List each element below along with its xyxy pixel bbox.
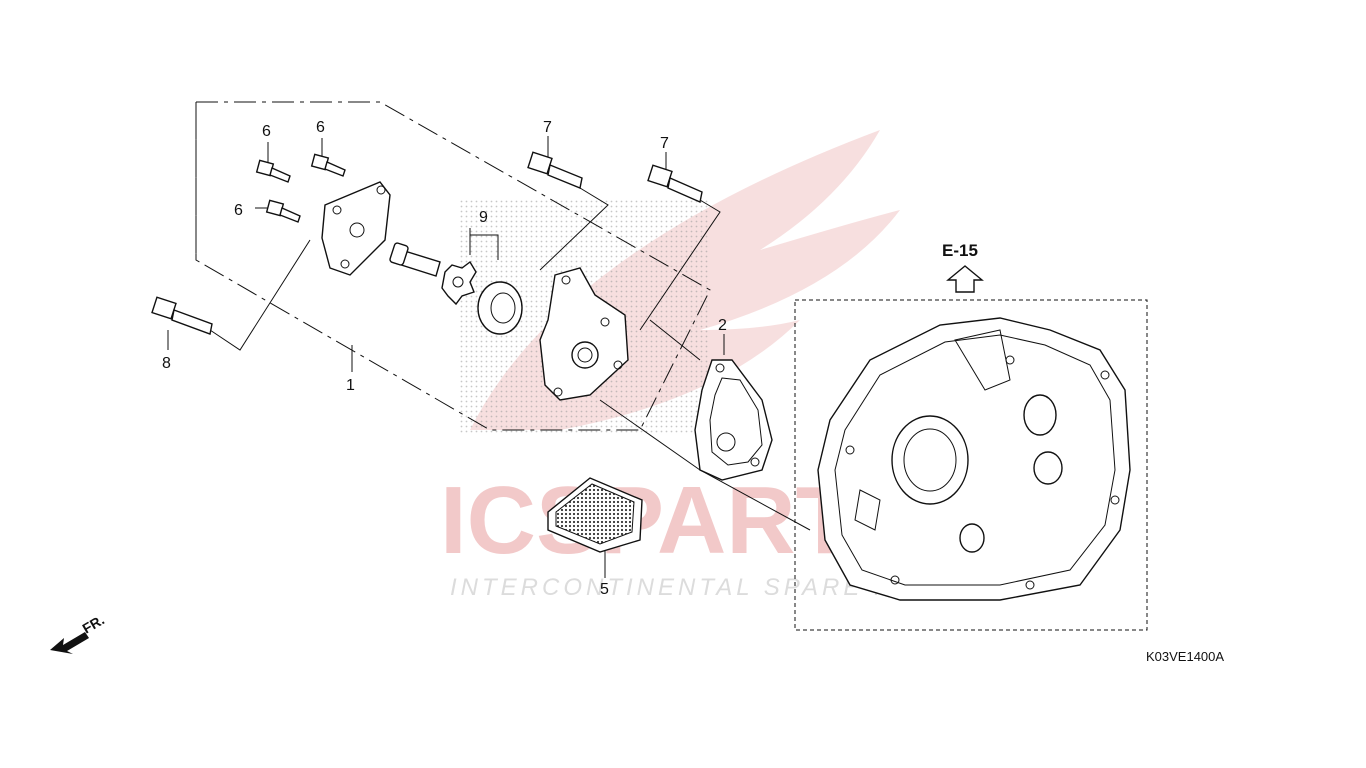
pump-rotor-set bbox=[441, 260, 523, 335]
callout-7-a: 7 bbox=[543, 119, 552, 136]
oil-pump-cover bbox=[321, 181, 391, 276]
front-direction-arrow bbox=[50, 632, 89, 654]
reference-arrow bbox=[946, 265, 984, 293]
callout-7-b: 7 bbox=[660, 135, 669, 152]
callout-2: 2 bbox=[718, 317, 727, 334]
bolt-6-left bbox=[265, 199, 301, 223]
bolt-6-top-right bbox=[310, 153, 346, 177]
reference-label: E-15 bbox=[942, 241, 978, 260]
diagram-part-code: K03VE1400A bbox=[1146, 649, 1224, 664]
bolt-7-left bbox=[527, 151, 583, 189]
callout-9: 9 bbox=[479, 209, 488, 226]
oil-pump-body bbox=[539, 267, 629, 401]
callout-6-c: 6 bbox=[234, 202, 243, 219]
callout-8: 8 bbox=[162, 355, 171, 372]
crankcase-reference-box bbox=[794, 299, 1148, 631]
callout-1: 1 bbox=[346, 377, 355, 394]
assembly-outline bbox=[195, 101, 711, 431]
leader-lines bbox=[167, 136, 811, 578]
bolt-7-right bbox=[647, 164, 703, 203]
bolt-8 bbox=[151, 296, 213, 335]
pump-gasket bbox=[694, 359, 773, 481]
pump-shaft bbox=[389, 242, 441, 277]
callout-6-b: 6 bbox=[316, 119, 325, 136]
crankcase-half bbox=[817, 317, 1131, 601]
oil-strainer bbox=[547, 477, 643, 553]
callout-5: 5 bbox=[600, 581, 609, 598]
callout-6-a: 6 bbox=[262, 123, 271, 140]
bolt-6-top-left bbox=[255, 159, 291, 183]
